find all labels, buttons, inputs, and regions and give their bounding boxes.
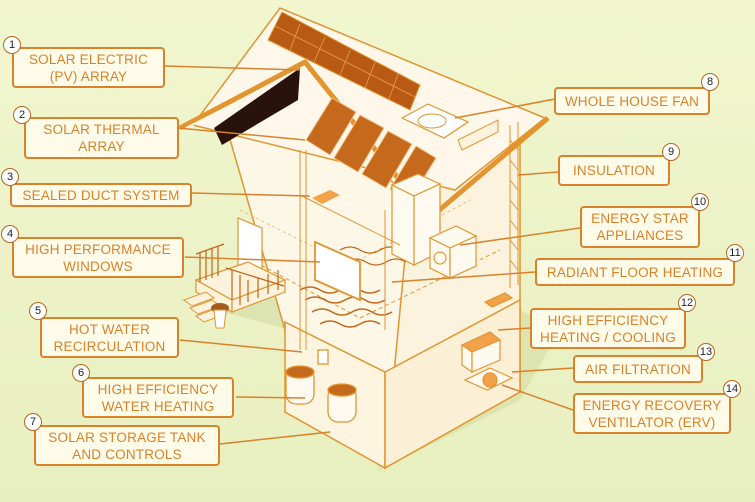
callout-number-12: 12 <box>678 294 696 312</box>
callout-label-line: ENERGY STAR <box>591 210 689 227</box>
callout-number-5: 5 <box>29 302 47 320</box>
callout-label-line: HIGH PERFORMANCE <box>25 241 171 258</box>
callout-heating-cooling: HIGH EFFICIENCY HEATING / COOLING <box>530 308 686 349</box>
callout-label-line: HOT WATER <box>69 321 150 338</box>
callout-number-7: 7 <box>24 413 42 431</box>
callout-label-line: SOLAR ELECTRIC <box>29 51 148 68</box>
callout-number-8: 8 <box>701 73 719 91</box>
callout-label-line: SOLAR STORAGE TANK <box>48 429 205 446</box>
callout-number-10: 10 <box>691 193 709 211</box>
callout-label-line: (PV) ARRAY <box>50 68 128 85</box>
callout-label-line: WINDOWS <box>63 258 133 275</box>
callout-label-line: SEALED DUCT SYSTEM <box>22 187 179 204</box>
callout-number-13: 13 <box>697 343 715 361</box>
callout-number-9: 9 <box>662 143 680 161</box>
callout-label-line: RADIANT FLOOR HEATING <box>547 264 723 281</box>
callout-label-line: WHOLE HOUSE FAN <box>565 93 699 110</box>
callout-label-line: AND CONTROLS <box>72 446 182 463</box>
callout-sealed-duct: SEALED DUCT SYSTEM <box>10 183 192 207</box>
callout-insulation: INSULATION <box>558 155 670 186</box>
callout-number-1: 1 <box>3 36 21 54</box>
callout-number-14: 14 <box>723 380 741 398</box>
callout-label-line: ARRAY <box>78 138 125 155</box>
callout-label-line: AIR FILTRATION <box>585 361 691 378</box>
callout-air-filtration: AIR FILTRATION <box>573 355 703 383</box>
callout-number-6: 6 <box>72 364 90 382</box>
callout-label-line: ENERGY RECOVERY <box>582 397 721 414</box>
callout-solar-thermal: SOLAR THERMAL ARRAY <box>24 117 179 159</box>
callout-solar-storage: SOLAR STORAGE TANK AND CONTROLS <box>34 425 220 466</box>
callout-erv: ENERGY RECOVERY VENTILATOR (ERV) <box>573 393 731 434</box>
callout-number-3: 3 <box>1 168 19 186</box>
callout-label-line: APPLIANCES <box>597 227 684 244</box>
callout-water-heating: HIGH EFFICIENCY WATER HEATING <box>82 377 234 418</box>
callout-energy-star: ENERGY STAR APPLIANCES <box>580 206 700 248</box>
callout-radiant-floor: RADIANT FLOOR HEATING <box>535 258 735 286</box>
callout-number-2: 2 <box>13 106 31 124</box>
callout-label-line: RECIRCULATION <box>54 338 166 355</box>
callout-label-line: HEATING / COOLING <box>540 329 676 346</box>
callout-label-line: HIGH EFFICIENCY <box>98 381 219 398</box>
callout-windows: HIGH PERFORMANCE WINDOWS <box>12 237 184 278</box>
callout-label-line: HIGH EFFICIENCY <box>548 312 669 329</box>
callout-label-line: INSULATION <box>573 162 655 179</box>
callout-whole-house-fan: WHOLE HOUSE FAN <box>554 87 710 115</box>
callout-label-line: SOLAR THERMAL <box>43 121 159 138</box>
callout-number-4: 4 <box>1 225 19 243</box>
callout-hot-water-recirculation: HOT WATER RECIRCULATION <box>40 317 179 358</box>
callout-label-line: WATER HEATING <box>102 398 215 415</box>
callout-number-11: 11 <box>726 244 744 262</box>
callout-label-line: VENTILATOR (ERV) <box>589 414 716 431</box>
callout-solar-electric: SOLAR ELECTRIC (PV) ARRAY <box>12 47 165 88</box>
